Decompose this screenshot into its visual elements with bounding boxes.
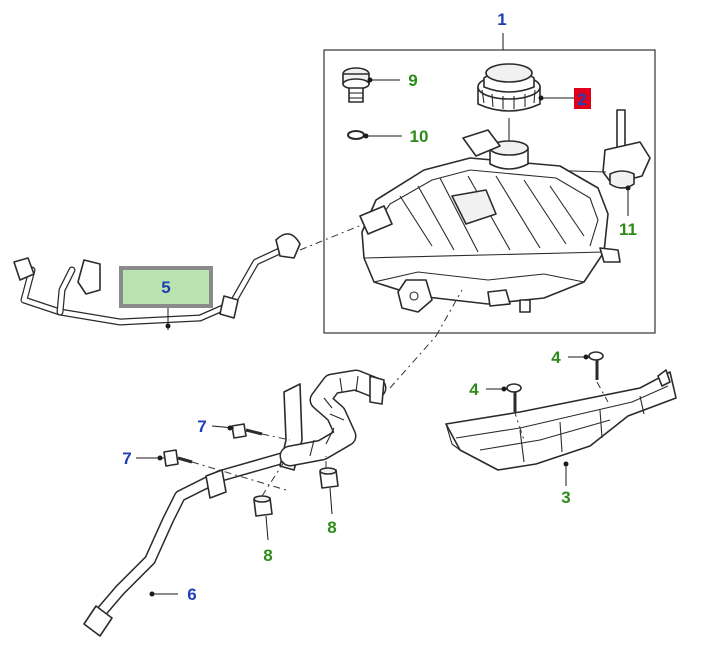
hose-plug-part-b — [319, 467, 339, 489]
o-ring-part — [347, 130, 365, 140]
bolt-part-c — [588, 351, 604, 380]
reservoir-bracket-part — [445, 369, 677, 471]
callout-6: 6 — [187, 585, 196, 604]
callout-9: 9 — [408, 71, 417, 90]
bolt-part-d — [506, 383, 522, 412]
callout-5: 5 — [161, 278, 170, 297]
callout-11: 11 — [619, 220, 637, 239]
bleed-screw-part — [342, 67, 370, 103]
callout-3: 3 — [561, 488, 570, 507]
callout-4-upper: 4 — [551, 348, 561, 367]
callout-5-highlight — [119, 266, 213, 308]
callout-4-lower: 4 — [469, 380, 479, 399]
callout-8-left: 8 — [263, 546, 272, 565]
callout-1: 1 — [497, 10, 506, 29]
hose-plug-part-a — [253, 495, 273, 517]
callout-2: 2 — [577, 90, 586, 109]
callout-2-highlight — [574, 88, 591, 109]
callout-8-right: 8 — [327, 518, 336, 537]
coolant-reservoir-part — [359, 129, 621, 313]
reservoir-assembly-frame — [323, 49, 656, 334]
callout-7-lower: 7 — [122, 449, 131, 468]
callout-10: 10 — [410, 127, 429, 146]
coolant-hose-part — [83, 383, 303, 637]
bolt-part-b — [163, 449, 193, 467]
level-sensor-part — [539, 109, 651, 189]
bleed-hose-part — [13, 233, 301, 326]
bolt-part-a — [231, 423, 263, 439]
reservoir-cap-part — [477, 63, 541, 112]
convoluted-hose-part — [279, 369, 387, 467]
callout-7-upper: 7 — [197, 417, 206, 436]
